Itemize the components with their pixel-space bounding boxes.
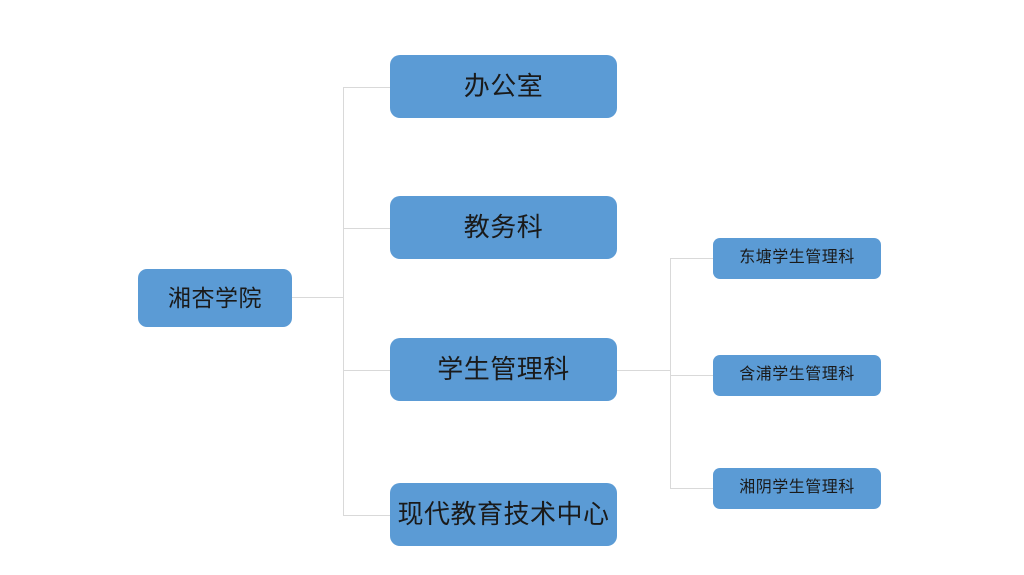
org-node-office[interactable]: 办公室 (390, 55, 617, 118)
org-node-xiangyin-student-management[interactable]: 湘阴学生管理科 (713, 468, 881, 509)
connector-to-academic-affairs (343, 228, 390, 229)
org-node-root[interactable]: 湘杏学院 (138, 269, 292, 327)
connector-to-hanpu (670, 375, 713, 376)
connector-level3-trunk (670, 258, 671, 488)
connector-level2-trunk (343, 87, 344, 515)
org-node-student-management[interactable]: 学生管理科 (390, 338, 617, 401)
connector-root-stub (292, 297, 343, 298)
connector-to-dongtang (670, 258, 713, 259)
org-node-hanpu-student-management[interactable]: 含浦学生管理科 (713, 355, 881, 396)
connector-to-xiangyin (670, 488, 713, 489)
connector-student-management-stub (617, 370, 670, 371)
connector-to-office (343, 87, 390, 88)
connector-to-edtech-center (343, 515, 390, 516)
connector-to-student-management (343, 370, 390, 371)
org-node-dongtang-student-management[interactable]: 东塘学生管理科 (713, 238, 881, 279)
org-node-academic-affairs[interactable]: 教务科 (390, 196, 617, 259)
org-node-edtech-center[interactable]: 现代教育技术中心 (390, 483, 617, 546)
